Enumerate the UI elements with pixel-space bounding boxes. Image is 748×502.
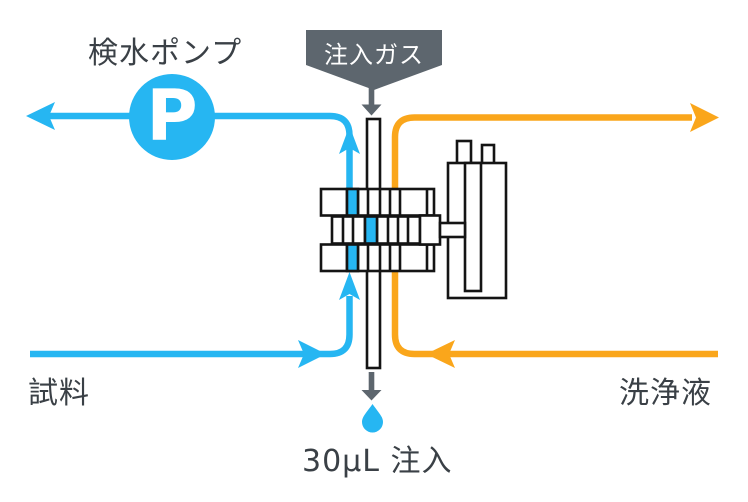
droplet-icon	[362, 404, 383, 433]
sample-flow-bottom-path	[30, 296, 353, 358]
sample-cell-bottom	[345, 243, 360, 273]
sample-outlet-arrowhead-icon	[26, 102, 55, 130]
sample-up-arrowhead-bottom-icon	[339, 272, 360, 300]
actuator	[438, 139, 508, 300]
valve-slider-end-block	[418, 214, 442, 246]
valve-assembly	[319, 187, 442, 273]
pump-label: 検水ポンプ	[88, 36, 243, 71]
valve-bottom-plate	[319, 243, 436, 273]
washing-inlet-arrowhead-icon	[426, 340, 455, 368]
washing-solution-label: 洗浄液	[619, 376, 712, 411]
actuator-slot	[463, 161, 483, 293]
actuator-rod	[438, 221, 467, 239]
washing-flow-bottom-path	[391, 270, 718, 358]
pump-icon	[129, 74, 215, 160]
pump-symbol: P	[146, 75, 198, 157]
sample-bottom-arrowhead-icon	[298, 340, 326, 368]
actuator-port-right	[480, 143, 496, 166]
valve-top-plate	[319, 187, 436, 217]
injection-volume-label: 30μL 注入	[302, 444, 453, 479]
sample-label: 試料	[28, 376, 90, 411]
sample-cell-slider	[363, 215, 379, 245]
injection-gas-callout	[306, 30, 442, 90]
injection-gas-label: 注入ガス	[324, 41, 424, 69]
sample-up-arrowhead-top-icon	[339, 126, 360, 154]
sample-cell-top	[345, 187, 360, 217]
gas-down-arrow-icon	[361, 86, 382, 116]
sample-filled-cells	[345, 187, 379, 273]
actuator-port-left	[455, 139, 473, 166]
washing-flow-line	[391, 114, 718, 358]
washing-outlet-arrowhead-icon	[690, 103, 719, 132]
washing-flow-top-path	[391, 114, 692, 190]
injection-down-arrow-icon	[361, 372, 382, 401]
